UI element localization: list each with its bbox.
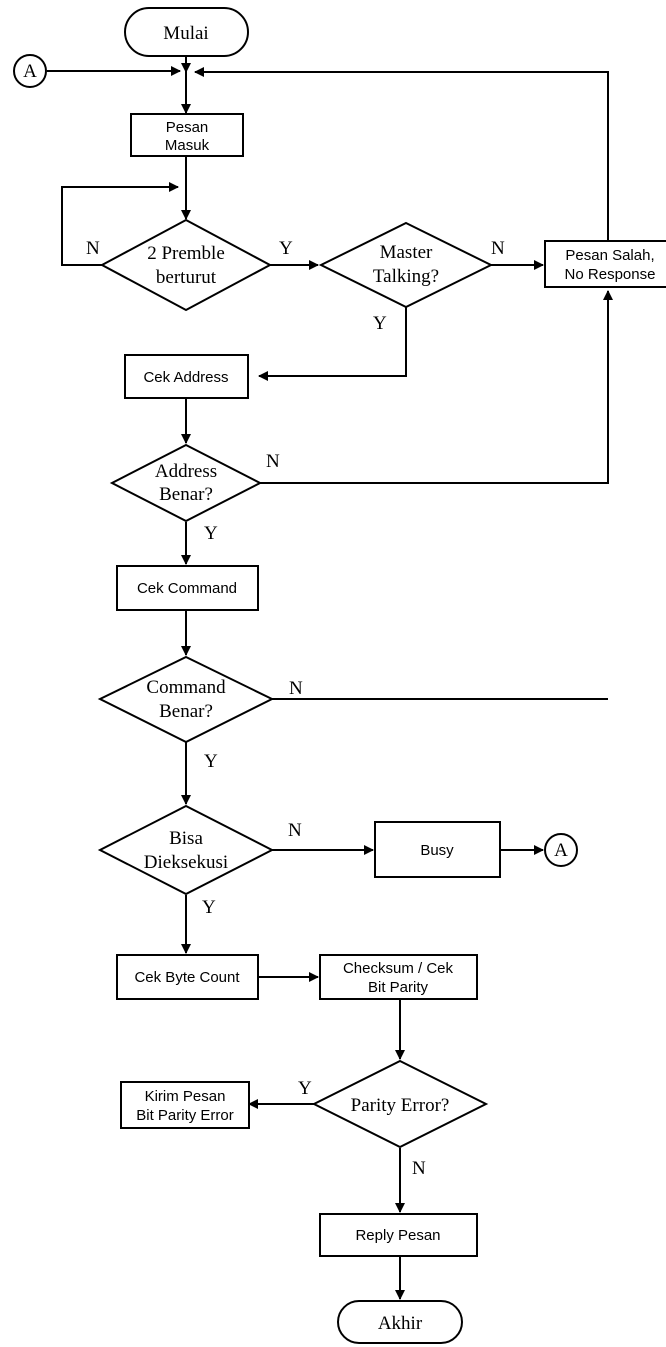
process-cek-byte-count: Cek Byte Count — [116, 954, 259, 1000]
label-parity-no: N — [412, 1158, 426, 1179]
edge-master-yes-to-cek-address — [258, 307, 407, 381]
address-line1: Address — [155, 461, 217, 482]
connector-a-top-label: A — [23, 61, 37, 82]
process-busy: Busy — [374, 821, 501, 878]
checksum-line2: Bit Parity — [368, 979, 429, 996]
busy-label: Busy — [420, 842, 454, 859]
connector-a-top: A — [13, 54, 47, 88]
preamble-line1: 2 Premble — [147, 243, 225, 264]
edge-pesan-salah-loop-back — [194, 67, 609, 241]
start-terminal: Mulai — [124, 7, 249, 57]
master-line1: Master — [380, 242, 433, 263]
kirim-pesan-line2: Bit Parity Error — [136, 1107, 234, 1124]
pesan-salah-line2: No Response — [565, 266, 656, 283]
label-preamble-yes: Y — [279, 238, 293, 259]
process-pesan-masuk: Pesan Masuk — [130, 113, 244, 157]
edge-preamble-no-loop — [61, 182, 179, 266]
process-reply-pesan: Reply Pesan — [319, 1213, 478, 1257]
end-label: Akhir — [378, 1313, 423, 1334]
eksekusi-line2: Dieksekusi — [144, 852, 228, 873]
eksekusi-line1: Bisa — [169, 828, 203, 849]
cek-command-label: Cek Command — [137, 580, 237, 597]
label-master-yes: Y — [373, 313, 387, 334]
process-kirim-pesan: Kirim Pesan Bit Parity Error — [120, 1081, 250, 1129]
decision-command: Command Benar? — [97, 655, 275, 744]
end-terminal: Akhir — [337, 1300, 463, 1344]
decision-master-talking: Master Talking? — [318, 221, 494, 309]
decision-preamble: 2 Premble berturut — [99, 218, 273, 312]
label-preamble-no: N — [86, 238, 100, 259]
decision-address: Address Benar? — [109, 443, 263, 523]
parity-label: Parity Error? — [351, 1095, 450, 1116]
address-line2: Benar? — [159, 484, 213, 505]
cek-address-label: Cek Address — [143, 369, 228, 386]
checksum-line1: Checksum / Cek — [343, 960, 454, 977]
process-pesan-salah: Pesan Salah, No Response — [544, 240, 666, 288]
label-command-yes: Y — [204, 751, 218, 772]
label-address-yes: Y — [204, 523, 218, 544]
pesan-masuk-line1: Pesan — [166, 119, 209, 136]
decision-eksekusi: Bisa Dieksekusi — [97, 804, 275, 896]
start-label: Mulai — [163, 23, 208, 44]
pesan-masuk-line2: Masuk — [165, 137, 210, 154]
command-line2: Benar? — [159, 701, 213, 722]
master-line2: Talking? — [373, 266, 439, 287]
command-line1: Command — [146, 677, 226, 698]
edge-labels: N Y N Y N Y N Y N Y Y N — [86, 238, 505, 1179]
label-command-no: N — [289, 678, 303, 699]
connector-a-busy-label: A — [554, 840, 568, 861]
label-master-no: N — [491, 238, 505, 259]
process-checksum: Checksum / Cek Bit Parity — [319, 954, 478, 1000]
edges — [47, 57, 613, 1300]
cek-byte-count-label: Cek Byte Count — [134, 969, 240, 986]
process-cek-command: Cek Command — [116, 565, 259, 611]
label-parity-yes: Y — [298, 1078, 312, 1099]
label-eksekusi-no: N — [288, 820, 302, 841]
decision-parity: Parity Error? — [311, 1059, 489, 1149]
edge-address-no-to-pesan-salah — [260, 290, 613, 484]
reply-pesan-label: Reply Pesan — [355, 1227, 440, 1244]
process-cek-address: Cek Address — [124, 354, 249, 399]
preamble-line2: berturut — [156, 267, 217, 288]
pesan-salah-line1: Pesan Salah, — [565, 247, 654, 264]
label-address-no: N — [266, 451, 280, 472]
connector-a-busy: A — [544, 833, 578, 867]
label-eksekusi-yes: Y — [202, 897, 216, 918]
kirim-pesan-line1: Kirim Pesan — [145, 1088, 226, 1105]
